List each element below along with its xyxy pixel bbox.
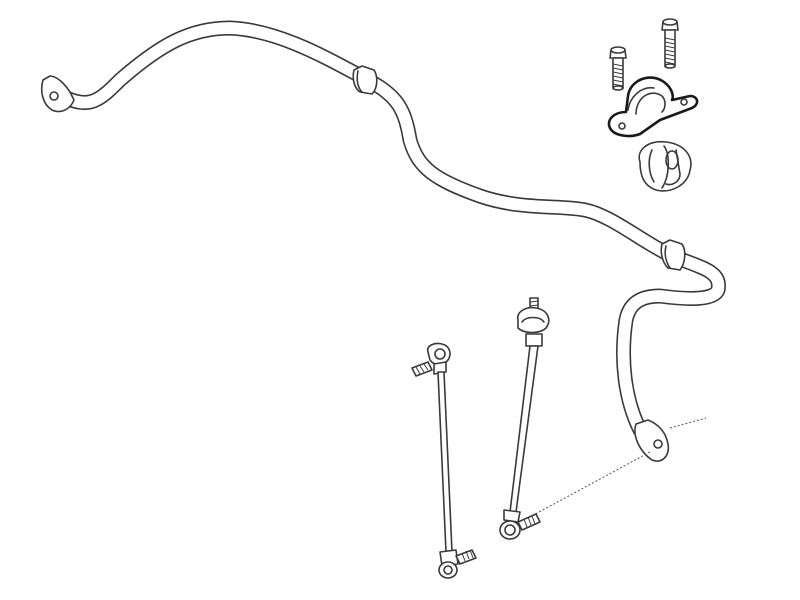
- stabilizer-bar-bushing[interactable]: [638, 140, 692, 192]
- stabilizer-link-left[interactable]: [411, 342, 477, 579]
- link-top-ball-stud: [411, 342, 451, 377]
- stabilizer-bar[interactable]: [40, 20, 726, 462]
- bracket-bolt[interactable]: [661, 18, 679, 69]
- bar-end-eye-right: [634, 419, 670, 462]
- stabilizer-link-right[interactable]: [499, 297, 550, 540]
- bushing-position-marker-left: [352, 65, 378, 95]
- bar-end-eye-left: [40, 75, 75, 113]
- link-bottom-ball-stud: [438, 549, 477, 579]
- link-bottom-ball-stud: [499, 509, 541, 540]
- assembly-reference-line: [527, 417, 707, 519]
- bracket-bolt[interactable]: [609, 46, 627, 91]
- bushing-clamp-bracket[interactable]: [607, 76, 699, 138]
- link-top-ball-stud: [516, 297, 550, 347]
- bushing-position-marker-right: [660, 239, 686, 271]
